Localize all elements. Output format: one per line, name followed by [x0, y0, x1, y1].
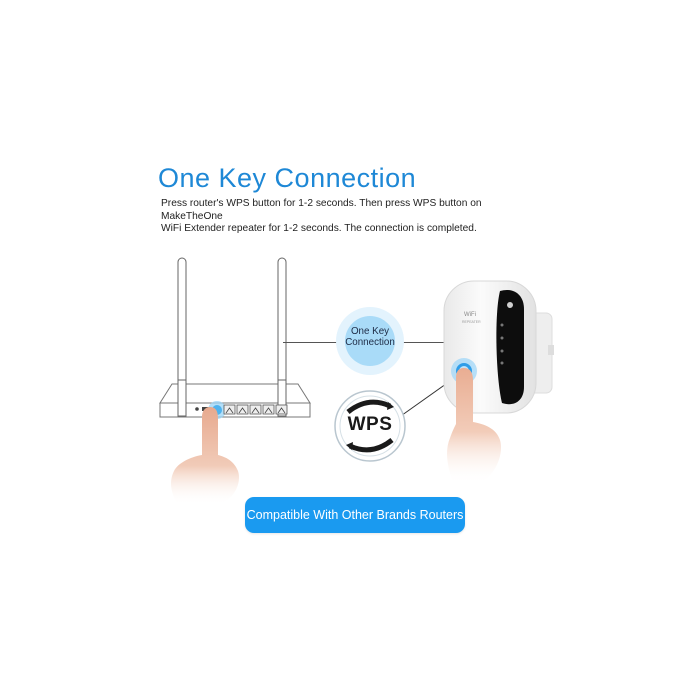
connector-line-right — [402, 342, 450, 344]
pointing-hand-router-icon — [171, 407, 240, 505]
router-icon — [159, 257, 311, 419]
instructions-line-2: WiFi Extender repeater for 1-2 seconds. … — [161, 223, 477, 234]
page-title: One Key Connection — [158, 163, 417, 193]
connector-line-left — [283, 342, 338, 344]
glow-circle-icon — [336, 307, 404, 375]
instructions-text: Press router's WPS button for 1-2 second… — [161, 198, 541, 236]
wps-badge: WPS — [334, 390, 406, 462]
one-key-connection-badge: One Key Connection — [322, 300, 418, 380]
wps-sync-arrows-icon — [334, 390, 406, 462]
badge-line-1: One Key — [350, 326, 390, 337]
pointing-hand-extender-icon — [447, 368, 502, 484]
badge-line-2: Connection — [345, 337, 395, 348]
compatibility-badge: Compatible With Other Brands Routers — [245, 497, 465, 533]
svg-text:WiFi: WiFi — [464, 312, 476, 318]
wps-label: WPS — [347, 414, 393, 435]
instructions-line-1: Press router's WPS button for 1-2 second… — [161, 198, 482, 222]
svg-text:REPEATER: REPEATER — [462, 320, 481, 324]
